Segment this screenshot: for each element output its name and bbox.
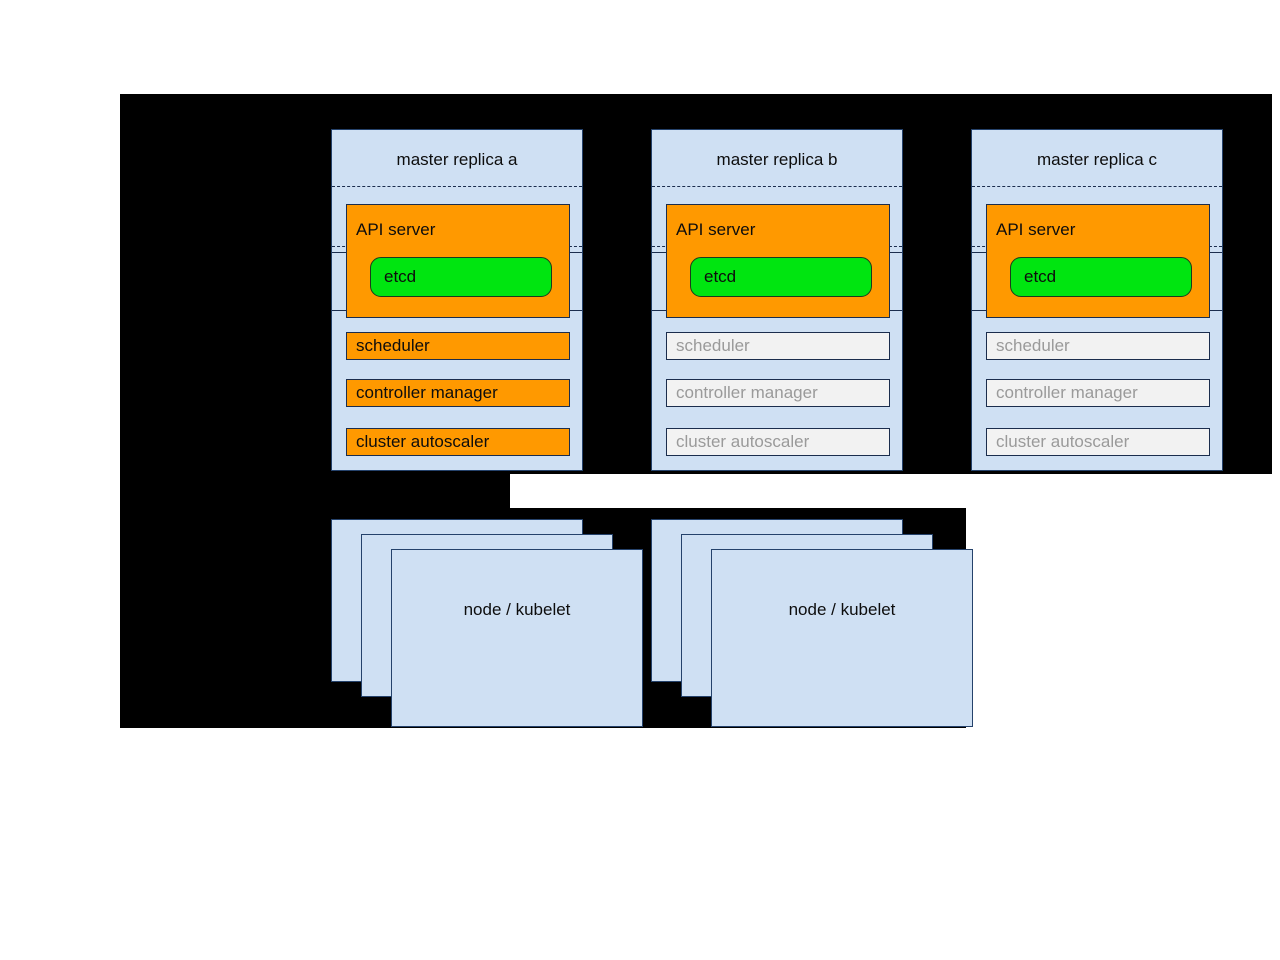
replica-a-title: master replica a [396, 150, 518, 169]
replica-a-component-scheduler[interactable]: scheduler [346, 332, 570, 360]
replica-b-component-controller-manager[interactable]: controller manager [666, 379, 890, 407]
replica-c-api-server-label: API server [996, 220, 1076, 239]
replica-a-api-server-box[interactable]: API server etcd [346, 204, 570, 318]
node-group-1-label: node / kubelet [463, 600, 571, 619]
replica-b-api-server-box[interactable]: API server etcd [666, 204, 890, 318]
replica-a-component-controller-manager[interactable]: controller manager [346, 379, 570, 407]
node-group-1-card-front[interactable]: node / kubelet [391, 549, 643, 727]
replica-c-etcd-box[interactable]: etcd [1010, 257, 1192, 297]
replica-c-component-cluster-autoscaler[interactable]: cluster autoscaler [986, 428, 1210, 456]
master-replica-a[interactable]: master replica a API server etcd schedul… [331, 129, 583, 471]
node-group-2-label: node / kubelet [788, 600, 896, 619]
node-group-2-card-front[interactable]: node / kubelet [711, 549, 973, 727]
replica-c-api-server-box[interactable]: API server etcd [986, 204, 1210, 318]
replica-b-component-scheduler[interactable]: scheduler [666, 332, 890, 360]
replica-a-etcd-box[interactable]: etcd [370, 257, 552, 297]
replica-c-title: master replica c [1037, 150, 1157, 169]
master-replica-c[interactable]: master replica c API server etcd schedul… [971, 129, 1223, 471]
replica-b-title: master replica b [716, 150, 838, 169]
replica-a-component-cluster-autoscaler[interactable]: cluster autoscaler [346, 428, 570, 456]
replica-a-divider-top [332, 186, 582, 187]
replica-b-component-cluster-autoscaler[interactable]: cluster autoscaler [666, 428, 890, 456]
replica-b-etcd-box[interactable]: etcd [690, 257, 872, 297]
replica-c-component-controller-manager[interactable]: controller manager [986, 379, 1210, 407]
replica-c-component-scheduler[interactable]: scheduler [986, 332, 1210, 360]
replica-c-divider-top [972, 186, 1222, 187]
replica-b-api-server-label: API server [676, 220, 756, 239]
master-replica-b[interactable]: master replica b API server etcd schedul… [651, 129, 903, 471]
replica-b-divider-top [652, 186, 902, 187]
replica-a-api-server-label: API server [356, 220, 436, 239]
